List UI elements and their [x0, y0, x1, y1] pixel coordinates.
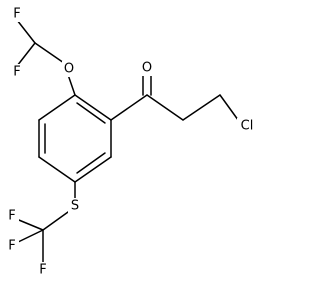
atom-label-s: S — [71, 199, 79, 214]
ring-bond-6 — [38, 94, 76, 121]
bond-c-f2 — [16, 42, 36, 67]
ring-inner-bond-2 — [76, 152, 106, 174]
ring-bond-3 — [74, 156, 112, 183]
atom-label-f-left: F — [13, 65, 20, 80]
bond-ch2-ch2 — [182, 94, 221, 121]
atom-label-o-ether: O — [64, 62, 74, 77]
atom-label-f-cf3-bottom: F — [39, 263, 46, 278]
bond-c-o-ether — [34, 42, 65, 64]
atom-label-o-carbonyl: O — [142, 61, 152, 76]
atom-label-f-top: F — [13, 7, 20, 22]
ring-bond-4 — [38, 156, 76, 183]
bond-ring-carbonyl — [110, 94, 148, 121]
bond-carbonyl-ch2 — [146, 94, 184, 121]
bond-lines — [13, 19, 242, 265]
bond-f1-c — [16, 19, 36, 44]
atom-label-f-cf3-upper: F — [8, 209, 15, 224]
ring-inner-bond-1 — [76, 102, 106, 124]
chemical-structure: F F O O Cl S F F F — [5, 6, 257, 278]
atom-label-cl: Cl — [241, 119, 254, 134]
atom-label-f-cf3-lower: F — [8, 239, 15, 254]
atom-labels: F F O O Cl S F F F — [5, 6, 257, 278]
ring-bond-1 — [74, 94, 112, 121]
